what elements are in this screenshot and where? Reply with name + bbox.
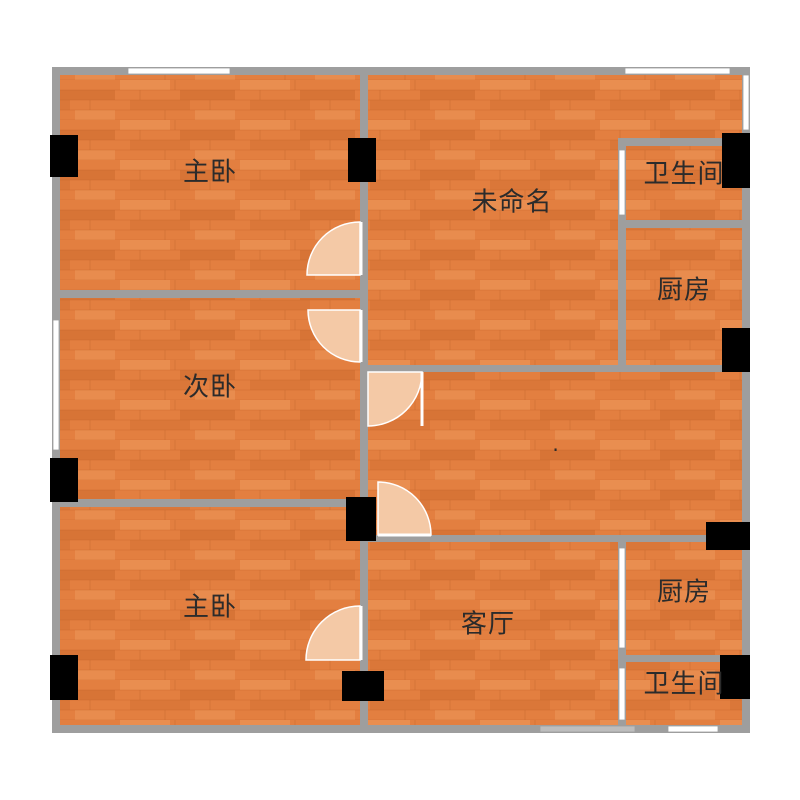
column-5 — [50, 458, 78, 502]
room-label-unnamed-room: 未命名 — [471, 187, 553, 218]
room-label-bathroom-top: 卫生间 — [643, 159, 725, 190]
windows — [52, 67, 750, 733]
columns — [50, 133, 750, 701]
door-leaves — [359, 222, 431, 660]
window-top-right — [624, 67, 731, 75]
floor-kitchen-bottom — [626, 542, 742, 655]
floors — [60, 75, 742, 725]
floor-unnamed-room — [368, 75, 618, 365]
wall-left-divider-2 — [60, 499, 360, 507]
window-right-top — [742, 74, 750, 131]
wall-kitchen-bath-bottom — [618, 655, 742, 662]
wall-outer-top — [52, 67, 750, 75]
column-2 — [348, 138, 376, 182]
column-1 — [50, 135, 78, 177]
wall-bath-top-upper — [618, 138, 742, 146]
window-top-left — [127, 67, 231, 75]
floor-right-top-strip — [618, 75, 742, 138]
door-master-bedroom-top — [306, 221, 361, 276]
wall-center-vertical — [360, 67, 368, 733]
door-master-bedroom-bottom — [305, 605, 361, 661]
doors — [305, 221, 432, 661]
window-kitchen-bottom-left — [618, 547, 626, 649]
wall-outer-right — [742, 67, 750, 733]
door-second-bedroom — [307, 309, 361, 363]
wall-hallway-bottom — [368, 535, 742, 542]
wall-bath-kitchen-top — [618, 220, 742, 228]
wall-outer-bottom — [52, 725, 750, 733]
wall-hallway-top — [368, 365, 742, 372]
floor-hallway — [368, 372, 742, 535]
window-bottom-right — [667, 725, 719, 733]
floor-master-bedroom-top — [60, 75, 360, 290]
column-7 — [706, 522, 750, 550]
window-left-mid — [52, 319, 60, 451]
room-label-master-bedroom-top: 主卧 — [182, 157, 238, 188]
window-bath-bottom-left — [618, 667, 626, 721]
column-4 — [722, 328, 750, 372]
column-8 — [50, 655, 78, 700]
door-living-room — [377, 481, 432, 536]
column-9 — [342, 671, 384, 701]
floor-second-bedroom — [60, 298, 360, 500]
wall-right-vertical-top — [618, 138, 626, 372]
floor-master-bedroom-bottom — [60, 507, 360, 725]
room-label-master-bedroom-bottom: 主卧 — [182, 592, 238, 623]
column-6 — [346, 497, 376, 541]
room-label-bathroom-bottom: 卫生间 — [643, 669, 725, 700]
window-bath-top-left — [618, 149, 626, 216]
floor-living-room — [368, 542, 618, 725]
column-10 — [720, 655, 750, 699]
column-3 — [722, 133, 750, 188]
wall-left-divider-1 — [60, 290, 360, 298]
hallway-marker: · — [552, 438, 560, 462]
room-label-kitchen-top: 厨房 — [656, 275, 712, 306]
room-label-kitchen-bottom: 厨房 — [656, 577, 712, 608]
room-label-living-room: 客厅 — [460, 609, 516, 640]
window-bottom-grey — [539, 725, 636, 733]
room-label-second-bedroom: 次卧 — [182, 372, 238, 403]
